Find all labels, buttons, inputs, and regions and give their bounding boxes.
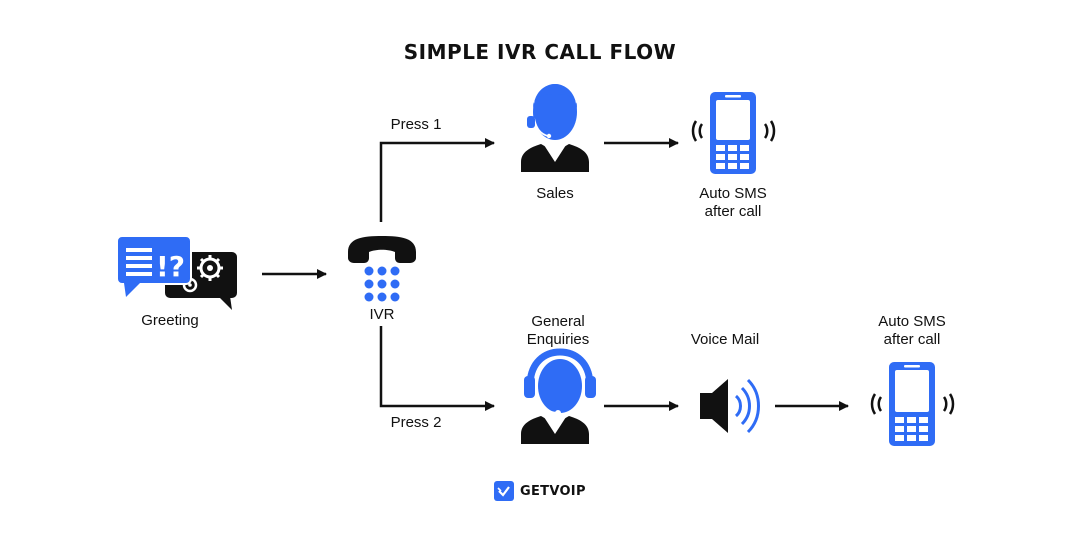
arrow-ivr-to-sales (379, 138, 495, 222)
press2-label: Press 2 (390, 414, 442, 431)
speaker-icon (700, 378, 760, 434)
sms-top-label-line2: after call (704, 203, 762, 220)
sales-label: Sales (536, 185, 574, 202)
sms-bottom-label-line1: Auto SMS (878, 313, 946, 330)
general-label: General Enquiries (508, 313, 608, 349)
svg-text:!?: !? (156, 250, 185, 283)
general-label-line2: Enquiries (526, 331, 590, 348)
brand-logo: GETVOIP (494, 480, 586, 502)
brand-name: GETVOIP (520, 483, 586, 499)
sms-top-label: Auto SMS after call (683, 185, 783, 221)
agent-icon (521, 84, 589, 172)
ivr-phone-icon (348, 236, 416, 302)
mobile-phone-icon (691, 92, 776, 174)
speech-bubbles-icon: !? (116, 235, 237, 310)
general-label-line1: General (531, 313, 585, 330)
voicemail-label: Voice Mail (690, 331, 760, 348)
mobile-phone-icon (870, 362, 955, 446)
diagram-title: SIMPLE IVR CALL FLOW (403, 40, 677, 64)
arrow-ivr-to-general (379, 326, 495, 411)
sms-bottom-label: Auto SMS after call (862, 313, 962, 349)
press1-label: Press 1 (390, 116, 442, 133)
headset-agent-icon (521, 348, 596, 444)
sms-bottom-label-line2: after call (883, 331, 941, 348)
greeting-label: Greeting (141, 312, 199, 329)
check-badge-icon (494, 481, 514, 501)
ivr-label: IVR (369, 306, 395, 323)
sms-top-label-line1: Auto SMS (699, 185, 767, 202)
